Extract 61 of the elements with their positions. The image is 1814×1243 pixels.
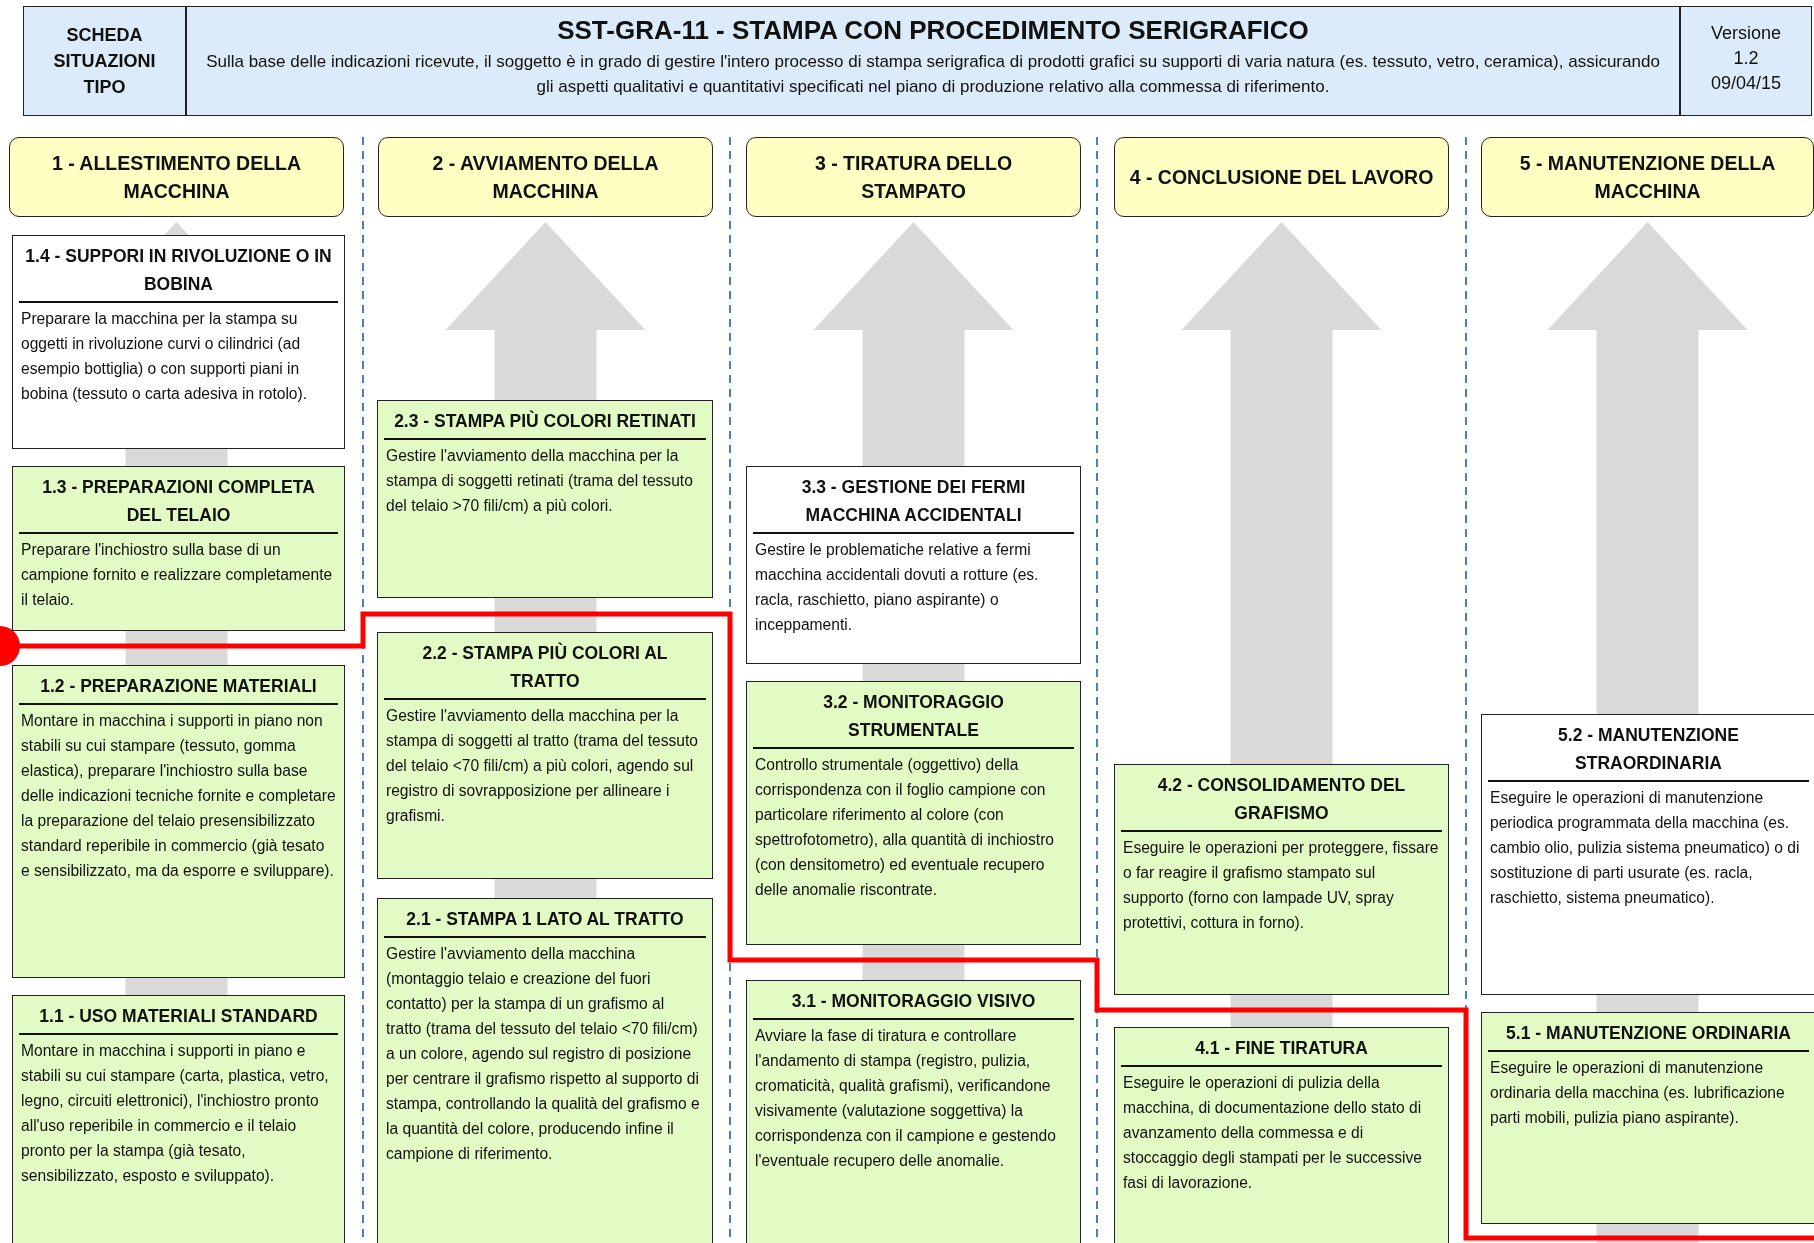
card-heading: 1.4 - SUPPORI IN RIVOLUZIONE O IN BOBINA [19, 240, 338, 303]
card-body: Preparare la macchina per la stampa su oggetti in rivoluzione curvi o cilindrici (ad esempio bottiglia) o con supporti piani in bobina (tessuto o carta adesiva in rotolo). [20, 309, 309, 404]
card-body: Gestire l'avviamento della macchina (montaggio telaio e creazione del fuori contatto) per la stampa di un grafismo al tratto (trama del tessuto del telaio <70 fili/cm) a un colore, agendo sul registro di posizione per centrare il grafismo rispetto al supporto di stampa, controllando la qualità del grafismo e la quantità del colore, producendo infine il campione di riferimento. [385, 944, 701, 1164]
card-heading: 2.1 - STAMPA 1 LATO AL TRATTO [384, 903, 706, 938]
card-body: Controllo strumentale (oggettivo) della corrispondenza con il foglio campione con particolare riferimento al colore (con spettrofotometro), alla quantità di inchiostro (con densitometro) ed eventuale recupero delle anomalie riscontrate. [754, 755, 1056, 900]
card-heading: 3.2 - MONITORAGGIO STRUMENTALE [753, 686, 1074, 749]
card-heading: 2.3 - STAMPA PIÙ COLORI RETINATI [384, 405, 706, 440]
skill-card [1481, 714, 1814, 995]
skill-card [12, 235, 345, 449]
card-body: Eseguire le operazioni di pulizia della macchina, di documentazione dello stato di avanzamento della commessa e di stoccaggio degli stampati per le successive fasi di lavorazione. [1122, 1073, 1424, 1193]
phase-title: 4 - CONCLUSIONE DEL LAVORO [1129, 164, 1434, 190]
skill-card [746, 681, 1081, 945]
skill-card [377, 898, 713, 1243]
card-body: Montare in macchina i supporti in piano e stabili su cui stampare (carta, plastica, vetro, legno, circuiti elettronici), l'inchiostro pronto all'uso reperibile in commercio e il telaio pronto per la stampa (già tesato, sensibilizzato, esposto e sviluppato). [20, 1041, 330, 1186]
description-text: Sulla base delle indicazioni ricevute, il soggetto è in grado di gestire l'intero processo di stampa serigrafica di prodotti grafici su supporti di varia natura (es. tessuto, vetro, ceramica), assicurando gli aspetti qualitativi e quantitativi specificati nel piano di produzione relativo alla commessa di riferimento. [205, 51, 1661, 98]
card-body: Eseguire le operazioni per proteggere, fissare o far reagire il grafismo stampato sul supporto (forno con lampade UV, spray protettivi, cottura in forno). [1122, 838, 1440, 933]
card-heading: 3.1 - MONITORAGGIO VISIVO [753, 985, 1074, 1020]
skill-card [12, 466, 345, 631]
header-label-cell [23, 6, 186, 116]
phase-header [9, 137, 344, 217]
phase-title: 3 - TIRATURA DELLO STAMPATO [813, 150, 1014, 204]
skill-card [1481, 1012, 1814, 1224]
skill-card [1114, 1027, 1449, 1243]
card-body: Gestire l'avviamento della macchina per la stampa di soggetti al tratto (trama del tessuto del telaio <70 fili/cm) a più colori, agendo sul registro di sovrapposizione per allineare i grafismi. [385, 706, 700, 826]
skill-card [746, 980, 1081, 1243]
card-body: Gestire l'avviamento della macchina per la stampa di soggetti retinati (trama del tessuto del telaio >70 fili/cm) a più colori. [385, 446, 694, 516]
skill-card [1114, 764, 1449, 995]
card-heading: 5.2 - MANUTENZIONE STRAORDINARIA [1488, 719, 1809, 782]
card-heading: 2.2 - STAMPA PIÙ COLORI AL TRATTO [384, 637, 706, 700]
version-label: Versione [1709, 22, 1783, 45]
card-heading: 4.2 - CONSOLIDAMENTO DEL GRAFISMO [1121, 769, 1442, 832]
card-heading: 3.3 - GESTIONE DEI FERMI MACCHINA ACCIDENTALI [753, 471, 1074, 534]
skill-card [12, 995, 345, 1243]
card-body: Preparare l'inchiostro sulla base di un campione fornito e realizzare completamente il telaio. [20, 540, 334, 610]
phase-title: 5 - MANUTENZIONE DELLA MACCHINA [1518, 150, 1777, 204]
skill-card [377, 632, 713, 879]
phase-header [1481, 137, 1814, 217]
skill-card [12, 665, 345, 978]
phase-header [1114, 137, 1449, 217]
phase-header [378, 137, 713, 217]
version-date: 09/04/15 [1709, 72, 1783, 96]
version-cell [1680, 6, 1812, 116]
card-body: Eseguire le operazioni di manutenzione ordinaria della macchina (es. lubrificazione parti mobili, pulizia piano aspirante). [1489, 1058, 1786, 1128]
card-body: Avviare la fase di tiratura e controllare l'andamento di stampa (registro, pulizia, cromaticità, qualità grafismi), verificandone visivamente (valutazione soggettiva) la corrispondenza con il campione e gestendo l'eventuale recupero delle anomalie. [754, 1026, 1057, 1171]
card-heading: 4.1 - FINE TIRATURA [1121, 1032, 1442, 1067]
card-heading: 1.1 - USO MATERIALI STANDARD [19, 1000, 338, 1035]
card-body: Montare in macchina i supporti in piano non stabili su cui stampare (tessuto, gomma elastica), preparare l'inchiostro sulla base delle indicazioni tecniche fornite e completare la preparazione del telaio presensibilizzato standard reperibile in commercio (già tesato e sensibilizzato, ma da esporre e sviluppare). [20, 711, 337, 881]
title-text: SST-GRA-11 - STAMPA CON PROCEDIMENTO SERIGRAFICO [556, 15, 1310, 46]
card-heading: 1.3 - PREPARAZIONI COMPLETA DEL TELAIO [19, 471, 338, 534]
phase-header [746, 137, 1081, 217]
skill-card [377, 400, 713, 598]
skill-card [746, 466, 1081, 664]
card-body: Eseguire le operazioni di manutenzione periodica programmata della macchina (es. cambio olio, pulizia sistema pneumatico) o di sostituzione di parti usurate (es. racla, raschietto, sistema pneumatico). [1489, 788, 1801, 908]
label-text: SCHEDA SITUAZIONI TIPO [52, 23, 157, 100]
card-heading: 5.1 - MANUTENZIONE ORDINARIA [1488, 1017, 1809, 1052]
card-heading: 1.2 - PREPARAZIONE MATERIALI [19, 670, 338, 705]
header-title-cell [186, 6, 1680, 116]
version-number: 1.2 [1732, 47, 1760, 71]
phase-title: 1 - ALLESTIMENTO DELLA MACCHINA [50, 150, 303, 204]
card-body: Gestire le problematiche relative a fermi macchina accidentali dovuti a rotture (es. racla, raschietto, piano aspirante) o inceppamenti. [754, 540, 1040, 635]
phase-title: 2 - AVVIAMENTO DELLA MACCHINA [431, 150, 660, 204]
